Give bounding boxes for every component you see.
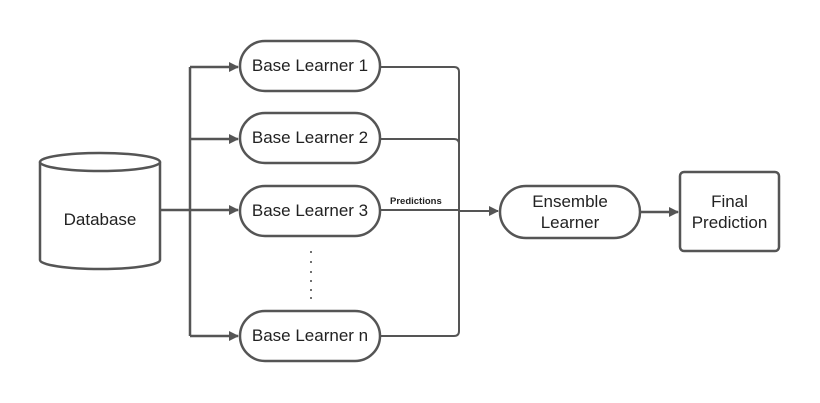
input-arrows (190, 62, 239, 341)
learner-n-shape (238, 309, 382, 363)
output-from-learner-2 (380, 138, 460, 212)
learner-shapes (238, 39, 382, 363)
learner-3-shape (238, 184, 382, 238)
final-shape (678, 170, 781, 253)
ensemble-shape (498, 184, 642, 240)
database-cylinder (38, 151, 162, 271)
learner-2-shape (238, 111, 382, 165)
predictions-edge-label: Predictions (390, 196, 442, 207)
output-from-learner-n (380, 212, 460, 337)
output-from-learner-1 (380, 66, 460, 212)
output-connectors (380, 66, 499, 337)
learner-1-shape (238, 39, 382, 93)
database-trunk (160, 67, 192, 336)
